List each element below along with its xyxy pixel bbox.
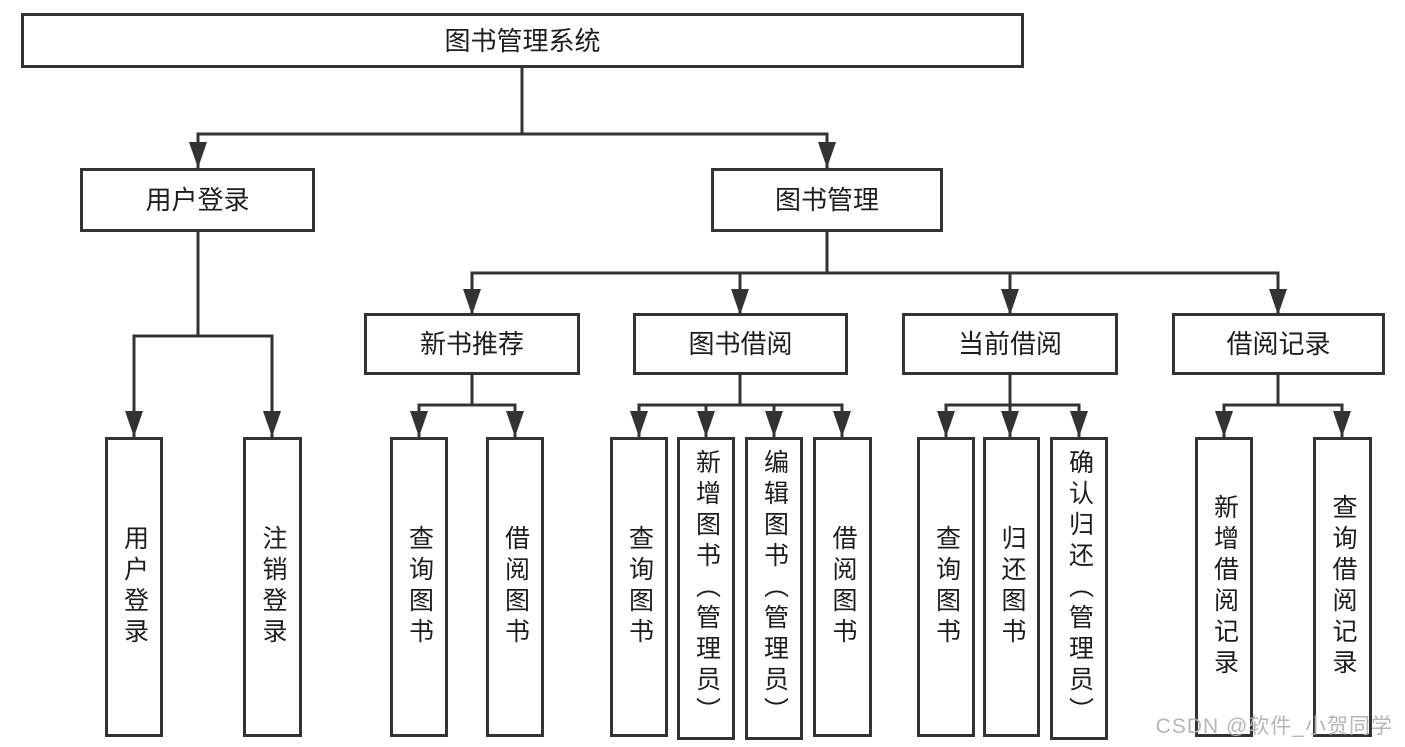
node-book-borrowing: 图书借阅 xyxy=(633,313,848,375)
node-book-management: 图书管理 xyxy=(711,168,943,232)
node-user-login: 用户登录 xyxy=(80,168,315,232)
node-user-login-leaf: 用户登录 xyxy=(105,437,163,737)
node-cb-query-books: 查询图书 xyxy=(917,437,975,737)
node-bb-borrow-books: 借阅图书 xyxy=(813,437,872,737)
node-current-borrowing: 当前借阅 xyxy=(902,313,1118,375)
node-borrowing-records: 借阅记录 xyxy=(1172,313,1385,375)
node-library-system: 图书管理系统 xyxy=(21,13,1024,68)
node-bb-add-books-admin: 新增图书（管理员） xyxy=(677,437,735,740)
node-new-book-recommend: 新书推荐 xyxy=(364,313,580,375)
node-br-add-record: 新增借阅记录 xyxy=(1195,437,1253,737)
node-nbr-borrow-books: 借阅图书 xyxy=(486,437,544,737)
watermark: CSDN @软件_小贺同学 xyxy=(1155,715,1393,738)
node-br-query-record: 查询借阅记录 xyxy=(1313,437,1372,737)
node-cb-confirm-return-admin: 确认归还（管理员） xyxy=(1050,437,1108,740)
node-bb-edit-books-admin: 编辑图书（管理员） xyxy=(745,437,803,740)
arrowheads xyxy=(125,142,1351,437)
node-bb-query-books: 查询图书 xyxy=(610,437,668,737)
node-logout: 注销登录 xyxy=(243,437,302,737)
node-cb-return-books: 归还图书 xyxy=(983,437,1040,737)
node-nbr-query-books: 查询图书 xyxy=(390,437,448,737)
